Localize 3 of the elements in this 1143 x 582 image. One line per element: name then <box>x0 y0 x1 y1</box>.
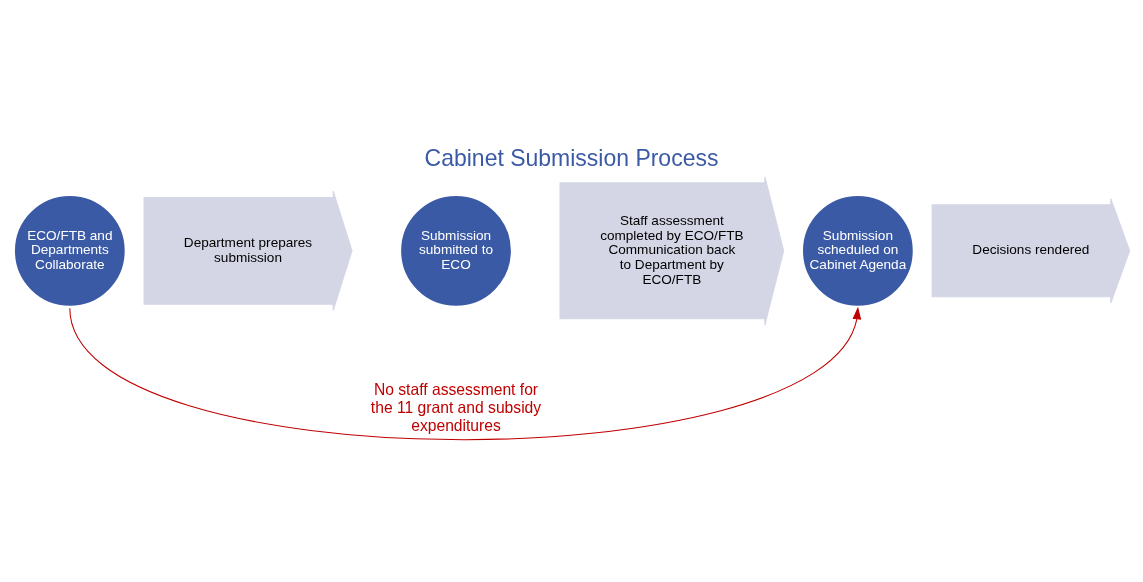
edge-label: No staff assessment for the 11 grant and subsidy expenditures <box>370 380 542 434</box>
diagram-title: Cabinet Submission Process <box>424 144 719 171</box>
arrow <box>69 306 862 440</box>
